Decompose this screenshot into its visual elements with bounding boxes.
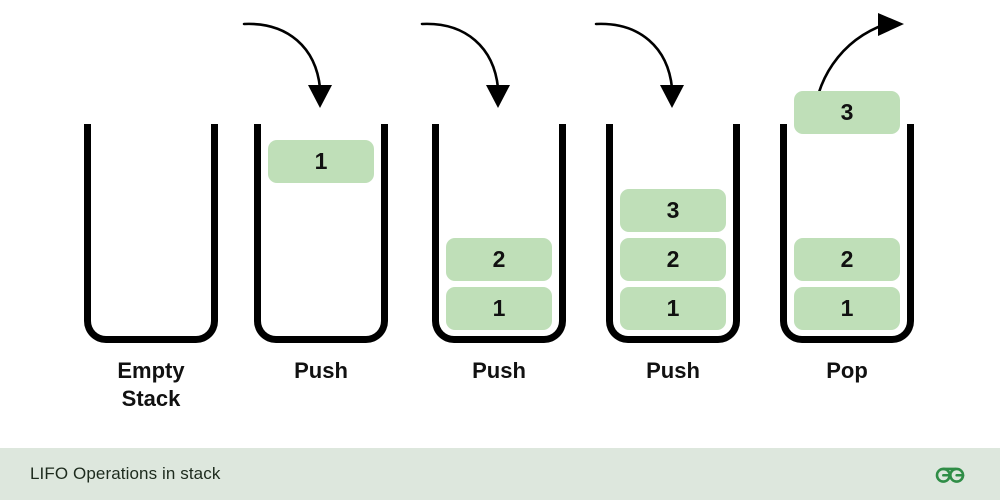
stack-item-1[interactable]: 1	[794, 287, 900, 330]
stack-container	[84, 124, 218, 343]
stack-caption-3: Push	[472, 358, 526, 383]
stack-item-2[interactable]: 2	[446, 238, 552, 281]
stack-container	[254, 124, 388, 343]
stack-container	[780, 124, 914, 343]
footer-bar: LIFO Operations in stack	[0, 448, 1000, 500]
stack-item-3[interactable]: 3	[794, 91, 900, 134]
stack-caption-1: Empty Stack	[117, 358, 185, 412]
stack-slots: 1	[261, 124, 381, 337]
stack-item-3[interactable]: 3	[620, 189, 726, 232]
stack-slots: 3 2 1	[613, 124, 733, 337]
footer-caption: LIFO Operations in stack	[30, 464, 221, 483]
stack-figure-1: Empty Stack	[56, 0, 246, 440]
stack-item-1[interactable]: 1	[620, 287, 726, 330]
stack-container	[432, 124, 566, 343]
stack-item-1[interactable]: 1	[446, 287, 552, 330]
stack-slots	[91, 124, 211, 337]
stack-item-1[interactable]: 1	[268, 140, 374, 183]
stack-caption-2: Push	[294, 358, 348, 383]
stack-item-2[interactable]: 2	[794, 238, 900, 281]
stack-caption-5: Pop	[826, 358, 868, 383]
stack-item-2[interactable]: 2	[620, 238, 726, 281]
stack-caption-4: Push	[646, 358, 700, 383]
geeksforgeeks-logo-icon	[935, 467, 965, 483]
stack-container	[606, 124, 740, 343]
stack-slots: 3 2 1	[787, 91, 907, 337]
